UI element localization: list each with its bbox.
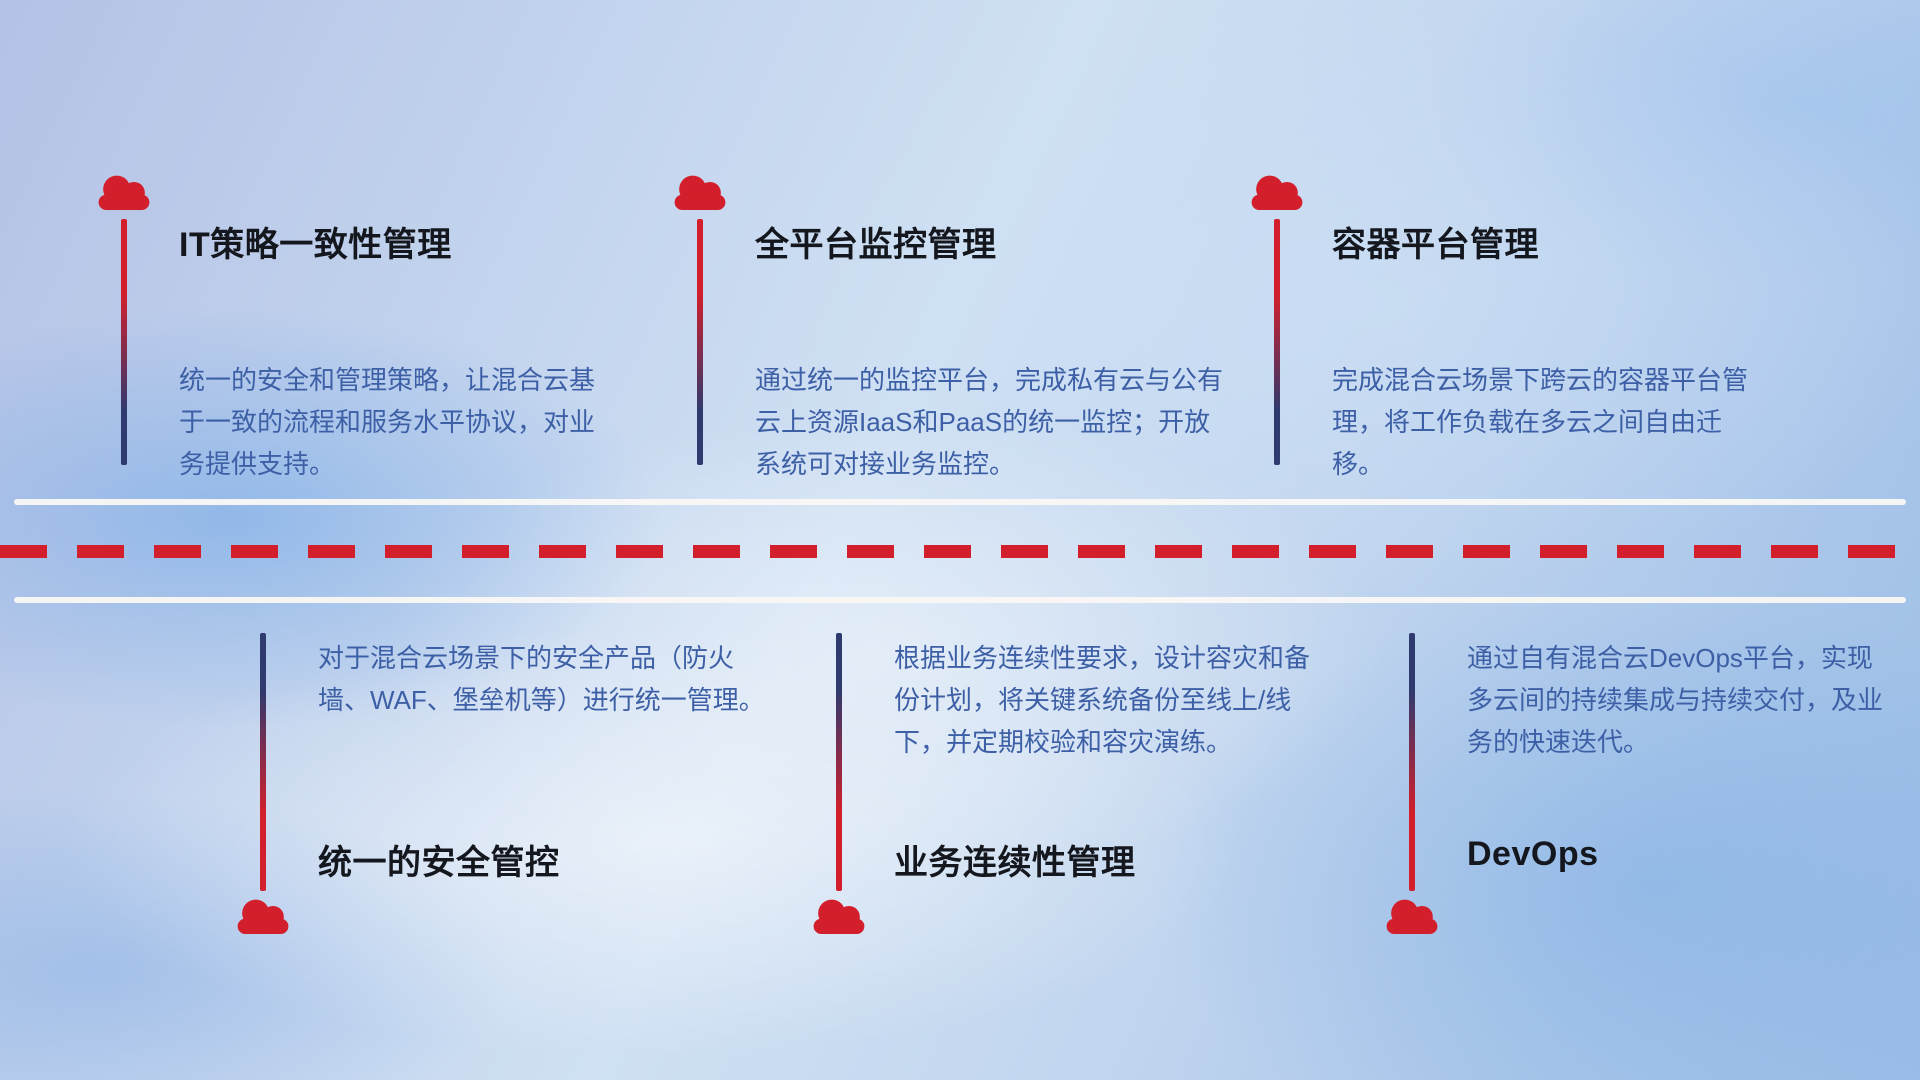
cloud-icon [98,175,150,211]
item-title: DevOps [1467,835,1599,873]
item-platform-monitoring: 全平台监控管理 通过统一的监控平台，完成私有云与公有云上资源IaaS和PaaS的… [674,171,1223,479]
cloud-icon [237,899,289,935]
item-devops: DevOps 通过自有混合云DevOps平台，实现多云间的持续集成与持续交付，及… [1386,633,1883,943]
item-container-platform: 容器平台管理 完成混合云场景下跨云的容器平台管理，将工作负载在多云之间自由迁移。 [1251,171,1748,479]
item-business-continuity: 业务连续性管理 根据业务连续性要求，设计容灾和备份计划，将关键系统备份至线上/线… [813,633,1310,943]
item-body: 对于混合云场景下的安全产品（防火墙、WAF、堡垒机等）进行统一管理。 [318,643,765,716]
road-bottom-line [14,597,1906,603]
cloud-icon [1386,899,1438,935]
item-title: 统一的安全管控 [318,844,560,882]
item-title: IT策略一致性管理 [179,226,452,264]
item-body: 完成混合云场景下跨云的容器平台管理，将工作负载在多云之间自由迁移。 [1332,365,1749,480]
item-body: 通过统一的监控平台，完成私有云与公有云上资源IaaS和PaaS的统一监控；开放系… [755,365,1224,480]
item-it-policy: IT策略一致性管理 统一的安全和管理策略，让混合云基于一致的流程和服务水平协议，… [98,171,595,479]
timeline-stick [836,633,842,891]
road-top-line [14,499,1906,505]
timeline-stick [697,219,703,465]
item-security-control: 统一的安全管控 对于混合云场景下的安全产品（防火墙、WAF、堡垒机等）进行统一管… [237,633,765,943]
item-body: 统一的安全和管理策略，让混合云基于一致的流程和服务水平协议，对业务提供支持。 [179,365,596,480]
item-body: 根据业务连续性要求，设计容灾和备份计划，将关键系统备份至线上/线下，并定期校验和… [894,643,1311,758]
item-body: 通过自有混合云DevOps平台，实现多云间的持续集成与持续交付，及业务的快速迭代… [1467,643,1884,758]
cloud-icon [813,899,865,935]
cloud-icon [674,175,726,211]
timeline-stick [1409,633,1415,891]
road-dashed-centerline [0,545,1920,558]
item-title: 业务连续性管理 [894,844,1136,882]
item-title: 容器平台管理 [1332,226,1539,264]
cloud-icon [1251,175,1303,211]
timeline-stick [260,633,266,891]
timeline-stick [121,219,127,465]
item-title: 全平台监控管理 [755,226,997,264]
timeline-stick [1274,219,1280,465]
